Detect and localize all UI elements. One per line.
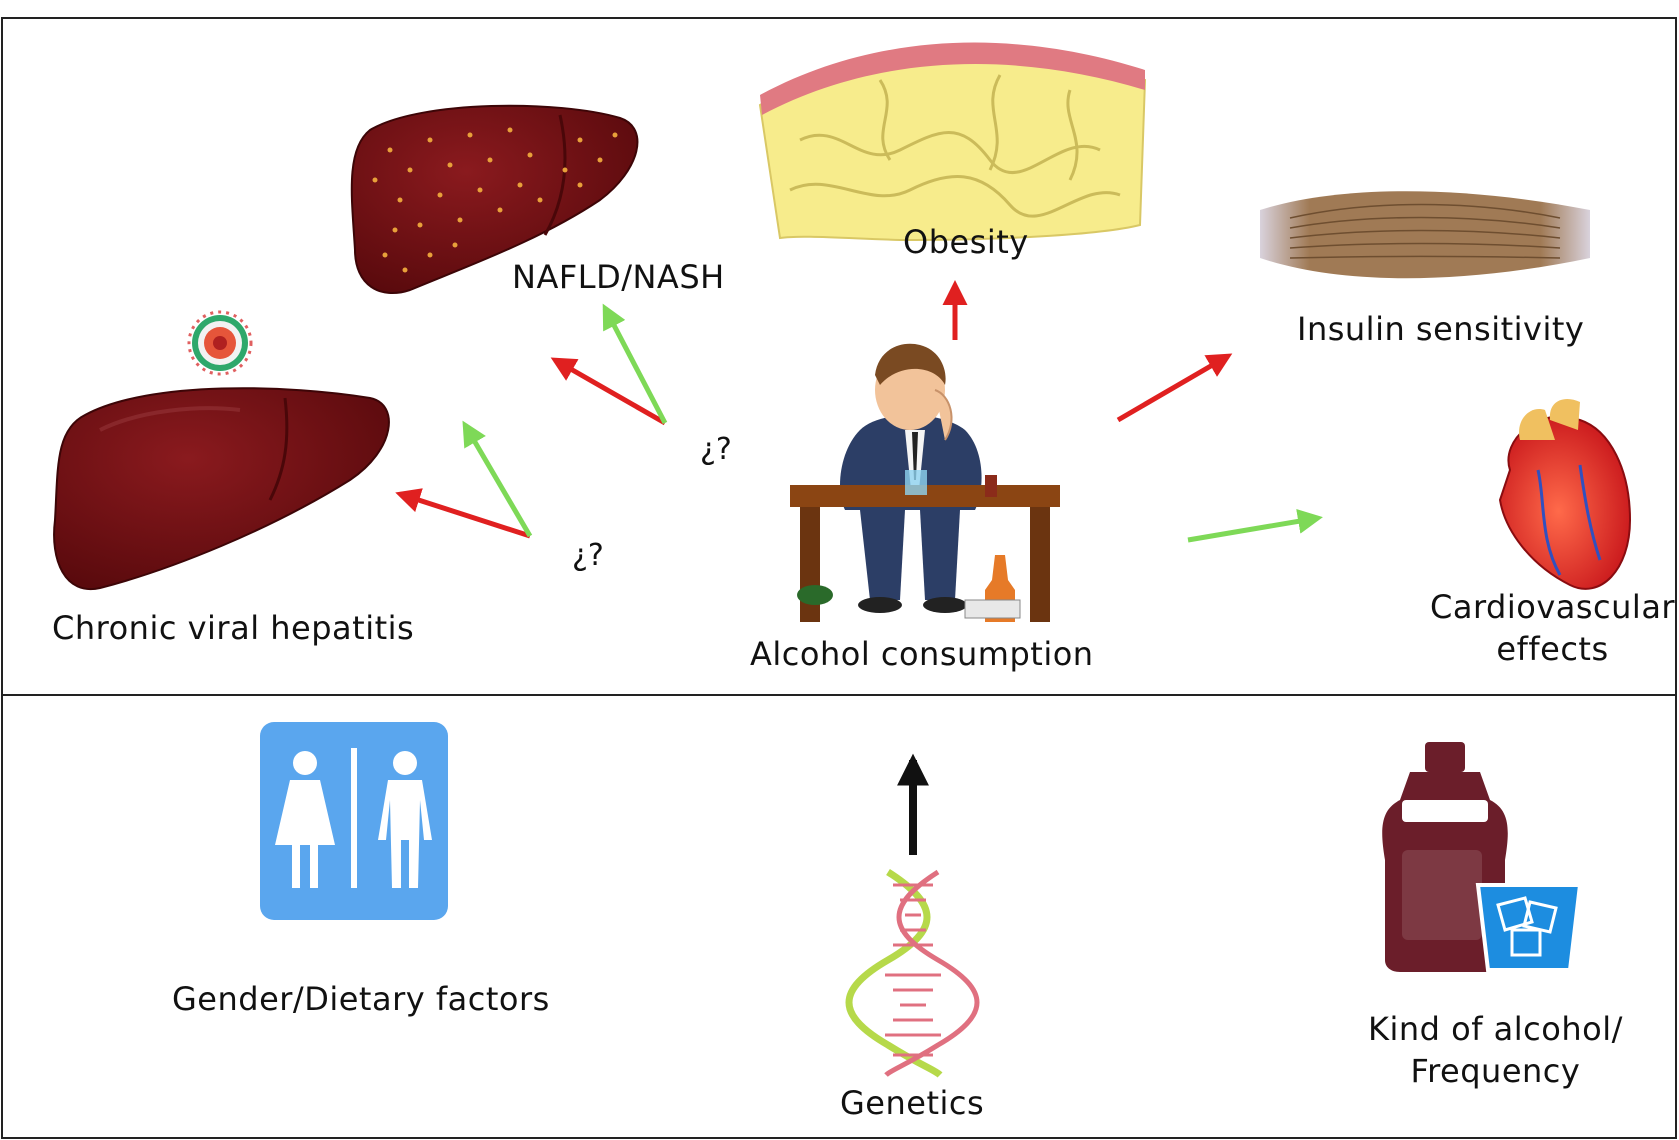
arrow-green-hepatitis [462,420,533,538]
restroom-gender-icon [260,722,448,920]
label-alcohol-consumption: Alcohol consumption [750,635,1094,673]
arrow-red-nafld [550,357,667,426]
label-nafld-nash: NAFLD/NASH [512,258,725,296]
fatty-liver-icon [350,104,639,295]
question-mark-nafld: ¿? [700,432,732,467]
label-insulin-sensitivity: Insulin sensitivity [1297,310,1585,348]
virus-icon [187,310,253,376]
arrow-red-hepatitis [395,488,531,539]
label-kind-of-alcohol: Kind of alcohol/ Frequency [1368,1008,1623,1092]
arrow-green-nafld [602,303,668,425]
label-chronic-viral-hepatitis: Chronic viral hepatitis [52,609,415,647]
label-kind-line2: Frequency [1410,1052,1581,1090]
question-mark-hepatitis: ¿? [572,538,604,573]
label-obesity: Obesity [903,223,1029,261]
liver-icon [53,387,390,591]
label-cardio-line2: effects [1496,630,1609,668]
label-kind-line1: Kind of alcohol/ [1368,1010,1623,1048]
muscle-icon [1260,191,1590,279]
outer-frame [1,17,1677,1139]
label-genetics: Genetics [840,1084,985,1122]
label-cardiovascular-effects: Cardiovascular effects [1430,586,1675,670]
bottle-and-glass-icon [1382,742,1583,972]
arrows [395,280,1323,855]
arrow-red-insulin [1116,353,1233,423]
label-gender-dietary-factors: Gender/Dietary factors [172,980,550,1018]
arrow-green-cardio [1187,509,1323,543]
drinking-man-illustration [790,343,1060,622]
heart-icon [1498,399,1632,590]
label-cardio-line1: Cardiovascular [1430,588,1676,626]
fat-tissue-icon [758,42,1147,242]
dna-helix-icon [845,869,980,1078]
